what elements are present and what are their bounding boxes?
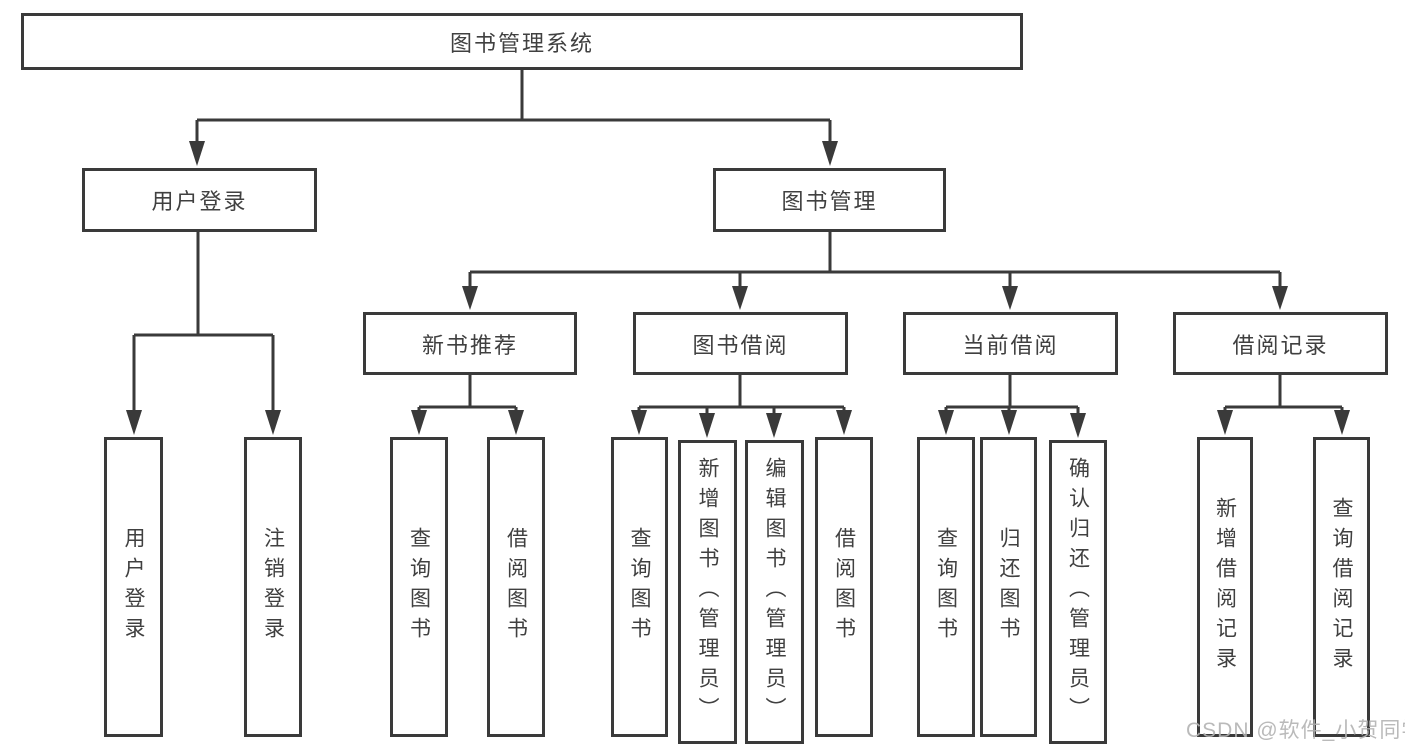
- edges-current-borrow-subtree: [938, 375, 1086, 438]
- node-book-borrow-label: 图书借阅: [692, 332, 789, 358]
- node-current-borrow: 当前借阅: [903, 312, 1118, 375]
- leaf-borrow-books: 借阅图书: [815, 437, 873, 737]
- node-borrow-records-label: 借阅记录: [1232, 332, 1329, 358]
- node-book-mgmt: 图书管理: [713, 168, 946, 232]
- leaf-return-books: 归还图书: [980, 437, 1037, 737]
- leaf-borrow-books-recommend: 借阅图书: [487, 437, 545, 737]
- edges-borrow-records-subtree: [1217, 375, 1350, 435]
- leaf-borrow-books-label: 借阅图书: [832, 527, 856, 647]
- csdn-watermark: CSDN @软件_小贺同学: [1186, 719, 1405, 742]
- leaf-query-books-borrow: 查询图书: [611, 437, 668, 737]
- leaf-user-login-label: 用户登录: [122, 527, 146, 647]
- node-new-book-recommend: 新书推荐: [363, 312, 577, 375]
- leaf-logout: 注销登录: [244, 437, 302, 737]
- leaf-logout-label: 注销登录: [261, 527, 285, 647]
- leaf-confirm-return-admin: 确认归还（管理员）: [1049, 440, 1107, 744]
- leaf-edit-books-admin-label: 编辑图书（管理员）: [763, 457, 787, 727]
- leaf-user-login: 用户登录: [104, 437, 163, 737]
- node-user-login: 用户登录: [82, 168, 317, 232]
- leaf-query-books-current-label: 查询图书: [934, 527, 958, 647]
- leaf-borrow-books-recommend-label: 借阅图书: [504, 527, 528, 647]
- node-book-mgmt-label: 图书管理: [781, 189, 878, 214]
- leaf-query-books-borrow-label: 查询图书: [628, 527, 652, 647]
- node-root: 图书管理系统: [21, 13, 1023, 70]
- edges-root-to-level2: [189, 70, 838, 166]
- leaf-query-books-recommend-label: 查询图书: [407, 527, 431, 647]
- edges-book-borrow-subtree: [631, 375, 852, 438]
- node-root-label: 图书管理系统: [449, 30, 594, 56]
- leaf-add-books-admin: 新增图书（管理员）: [678, 440, 737, 744]
- node-user-login-label: 用户登录: [151, 189, 248, 214]
- leaf-return-books-label: 归还图书: [997, 527, 1021, 647]
- leaf-add-borrow-record-label: 新增借阅记录: [1213, 497, 1237, 677]
- leaf-query-borrow-record-label: 查询借阅记录: [1330, 497, 1354, 677]
- leaf-query-borrow-record: 查询借阅记录: [1313, 437, 1370, 737]
- node-book-borrow: 图书借阅: [633, 312, 848, 375]
- edges-new-book-subtree: [411, 375, 524, 435]
- node-borrow-records: 借阅记录: [1173, 312, 1388, 375]
- node-new-book-recommend-label: 新书推荐: [421, 332, 518, 358]
- edges-book-mgmt-to-level3: [462, 232, 1288, 310]
- node-current-borrow-label: 当前借阅: [962, 332, 1059, 358]
- leaf-add-borrow-record: 新增借阅记录: [1197, 437, 1253, 737]
- leaf-confirm-return-admin-label: 确认归还（管理员）: [1066, 457, 1090, 727]
- leaf-add-books-admin-label: 新增图书（管理员）: [696, 457, 720, 727]
- leaf-query-books-current: 查询图书: [917, 437, 975, 737]
- edges-user-login-subtree: [126, 232, 281, 435]
- leaf-edit-books-admin: 编辑图书（管理员）: [745, 440, 804, 744]
- leaf-query-books-recommend: 查询图书: [390, 437, 448, 737]
